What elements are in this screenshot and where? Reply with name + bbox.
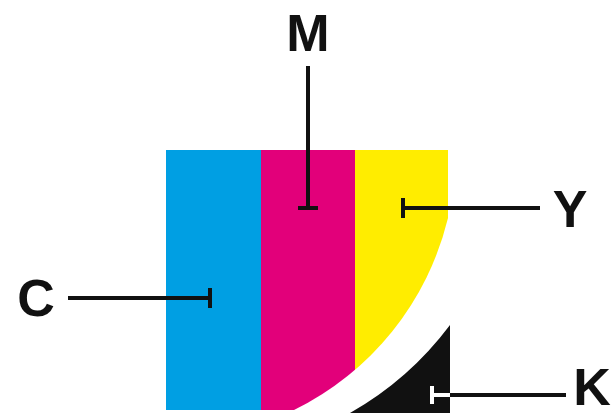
leader-line <box>306 66 310 208</box>
leader-line <box>68 296 210 300</box>
leader-tick <box>430 386 434 404</box>
color-label: M <box>286 7 329 59</box>
leader-lines-on-black <box>432 386 450 404</box>
leader-line <box>450 393 566 397</box>
leader-tick <box>401 198 405 218</box>
leader-line <box>432 393 450 397</box>
color-label: C <box>17 272 55 324</box>
color-label: K <box>573 361 611 413</box>
leader-line <box>403 206 540 210</box>
leader-tick <box>298 206 318 210</box>
leader-tick <box>208 288 212 308</box>
leader-lines <box>68 66 566 395</box>
cyan-band <box>166 150 261 412</box>
black-segment <box>350 325 450 413</box>
color-label: Y <box>553 183 588 235</box>
